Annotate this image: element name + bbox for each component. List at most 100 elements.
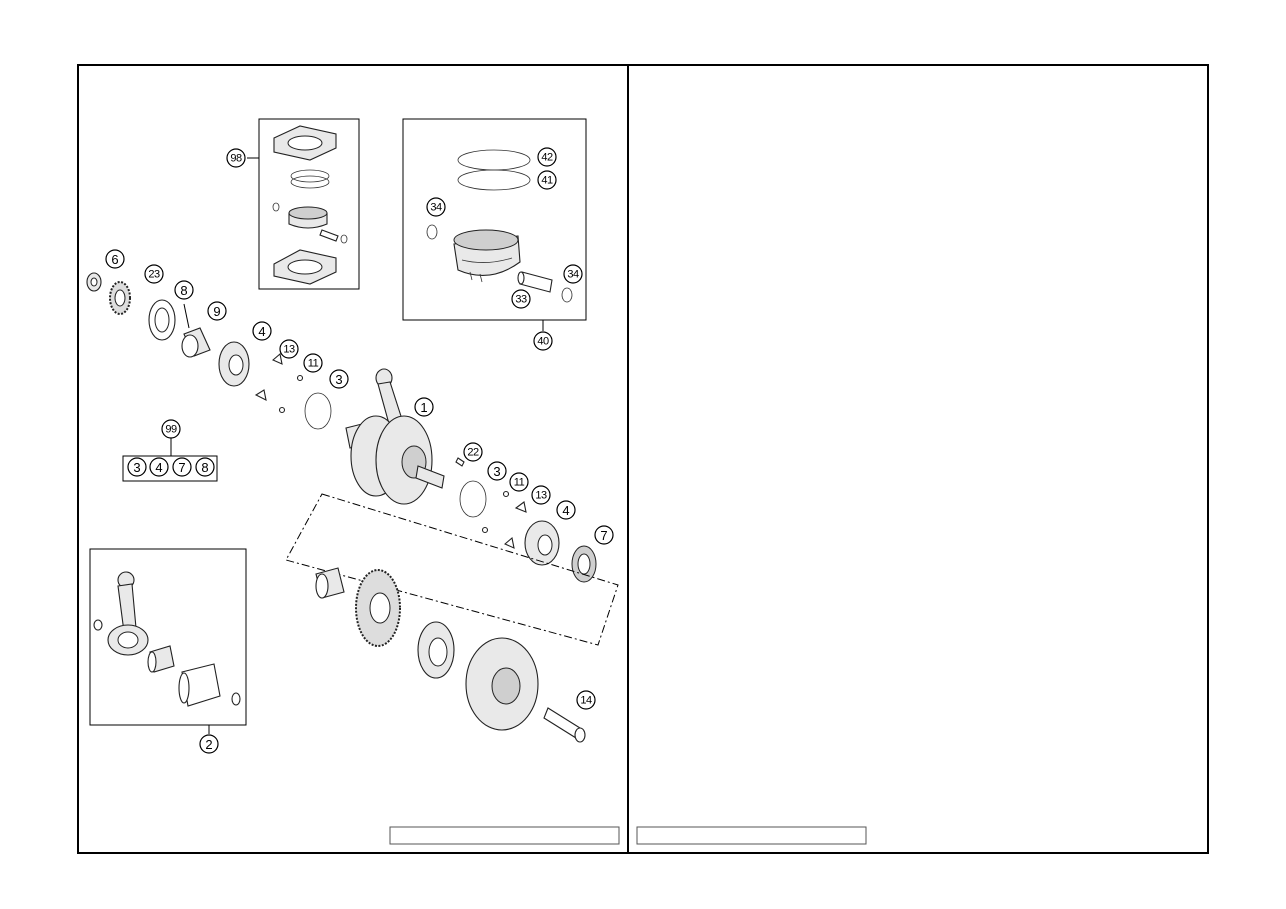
left-shaft-parts <box>86 272 332 430</box>
callout-circle <box>414 397 434 417</box>
callout-label: 11 <box>514 477 525 489</box>
callout-c14: 14 <box>576 690 596 710</box>
kit-99 <box>122 437 218 482</box>
callout-circle <box>511 289 531 309</box>
kit-99-item: 3 <box>127 457 147 477</box>
callout-label: 8 <box>180 283 187 298</box>
callout-c41: 41 <box>537 170 557 190</box>
kit-99-item: 4 <box>149 457 169 477</box>
kit-99-item-label: 3 <box>133 460 140 475</box>
callout-label: 9 <box>213 304 220 319</box>
callout-c22: 22 <box>463 442 483 462</box>
callout-label: 6 <box>111 252 118 267</box>
kit-99-item-circle <box>195 457 215 477</box>
callout-circle <box>531 485 551 505</box>
callout-circle <box>144 264 164 284</box>
callout-circle <box>426 197 446 217</box>
callout-circle <box>329 369 349 389</box>
callout-label: 3 <box>493 464 500 479</box>
callout-circle <box>303 353 323 373</box>
callout-label: 33 <box>515 294 527 306</box>
callout-c13b: 13 <box>531 485 551 505</box>
callout-c33: 33 <box>511 289 531 309</box>
callout-label: 4 <box>258 324 265 339</box>
callout-c1: 1 <box>414 397 434 417</box>
callout-label: 23 <box>148 269 160 281</box>
callout-circle <box>537 170 557 190</box>
callouts: 1233446789111113131422233334344041429899… <box>105 147 614 754</box>
callout-circle <box>279 339 299 359</box>
callout-c4a: 4 <box>252 321 272 341</box>
kit-99-item-circle <box>127 457 147 477</box>
right-panel-frame <box>627 64 1209 854</box>
callout-circle <box>556 500 576 520</box>
right-caption-box <box>636 826 867 845</box>
left-caption-box <box>389 826 620 845</box>
callout-circle <box>105 249 125 269</box>
callout-label: 22 <box>467 447 479 459</box>
reference-outline <box>285 493 619 646</box>
callout-c9: 9 <box>207 301 227 321</box>
callout-c23: 23 <box>144 264 164 284</box>
kit-99-item-circle <box>172 457 192 477</box>
callout-circle <box>174 280 194 300</box>
callout-c40: 40 <box>533 331 553 351</box>
leader-lines <box>183 303 190 329</box>
callout-c2: 2 <box>199 734 219 754</box>
callout-c98: 98 <box>226 148 246 168</box>
callout-circle <box>463 442 483 462</box>
callout-label: 40 <box>537 336 549 348</box>
callout-label: 34 <box>567 269 579 281</box>
callout-label: 42 <box>541 152 553 164</box>
kit-99-item: 8 <box>195 457 215 477</box>
conrod-kit-box <box>89 548 247 734</box>
callout-circle <box>509 472 529 492</box>
callout-label: 41 <box>541 175 553 187</box>
callout-c8: 8 <box>174 280 194 300</box>
callout-label: 2 <box>205 737 212 752</box>
callout-c99: 99 <box>161 419 181 439</box>
callout-label: 3 <box>335 372 342 387</box>
callout-c7: 7 <box>594 525 614 545</box>
callout-c6: 6 <box>105 249 125 269</box>
crankshaft <box>345 368 445 505</box>
callout-circle <box>252 321 272 341</box>
callout-circle <box>226 148 246 168</box>
callout-circle <box>563 264 583 284</box>
callout-circle <box>533 331 553 351</box>
callout-c3a: 3 <box>329 369 349 389</box>
callout-c34b: 34 <box>563 264 583 284</box>
callout-c34a: 34 <box>426 197 446 217</box>
kit-99-item-circle <box>149 457 169 477</box>
callout-circle <box>199 734 219 754</box>
callout-c42: 42 <box>537 147 557 167</box>
kit-99-item: 7 <box>172 457 192 477</box>
callout-label: 13 <box>535 490 547 502</box>
starter-flywheel-group <box>315 567 586 743</box>
callout-label: 99 <box>165 424 177 436</box>
callout-circle <box>207 301 227 321</box>
callout-circle <box>576 690 596 710</box>
callout-label: 13 <box>283 344 295 356</box>
callout-c13a: 13 <box>279 339 299 359</box>
callout-circle <box>161 419 181 439</box>
callout-label: 34 <box>430 202 442 214</box>
kit-99-item-label: 8 <box>201 460 208 475</box>
callout-label: 1 <box>420 400 427 415</box>
callout-c11b: 11 <box>509 472 529 492</box>
callout-c3b: 3 <box>487 461 507 481</box>
piston-kit-box <box>402 118 587 331</box>
callout-label: 11 <box>308 358 319 370</box>
callout-label: 4 <box>562 503 569 518</box>
callout-c4b: 4 <box>556 500 576 520</box>
callout-c11a: 11 <box>303 353 323 373</box>
callout-circle <box>487 461 507 481</box>
callout-circle <box>594 525 614 545</box>
gasket-kit-box <box>247 118 360 290</box>
kit-99-item-label: 7 <box>178 460 185 475</box>
callout-circle <box>537 147 557 167</box>
callout-label: 14 <box>580 695 592 707</box>
callout-label: 7 <box>600 528 607 543</box>
callout-label: 98 <box>230 153 242 165</box>
